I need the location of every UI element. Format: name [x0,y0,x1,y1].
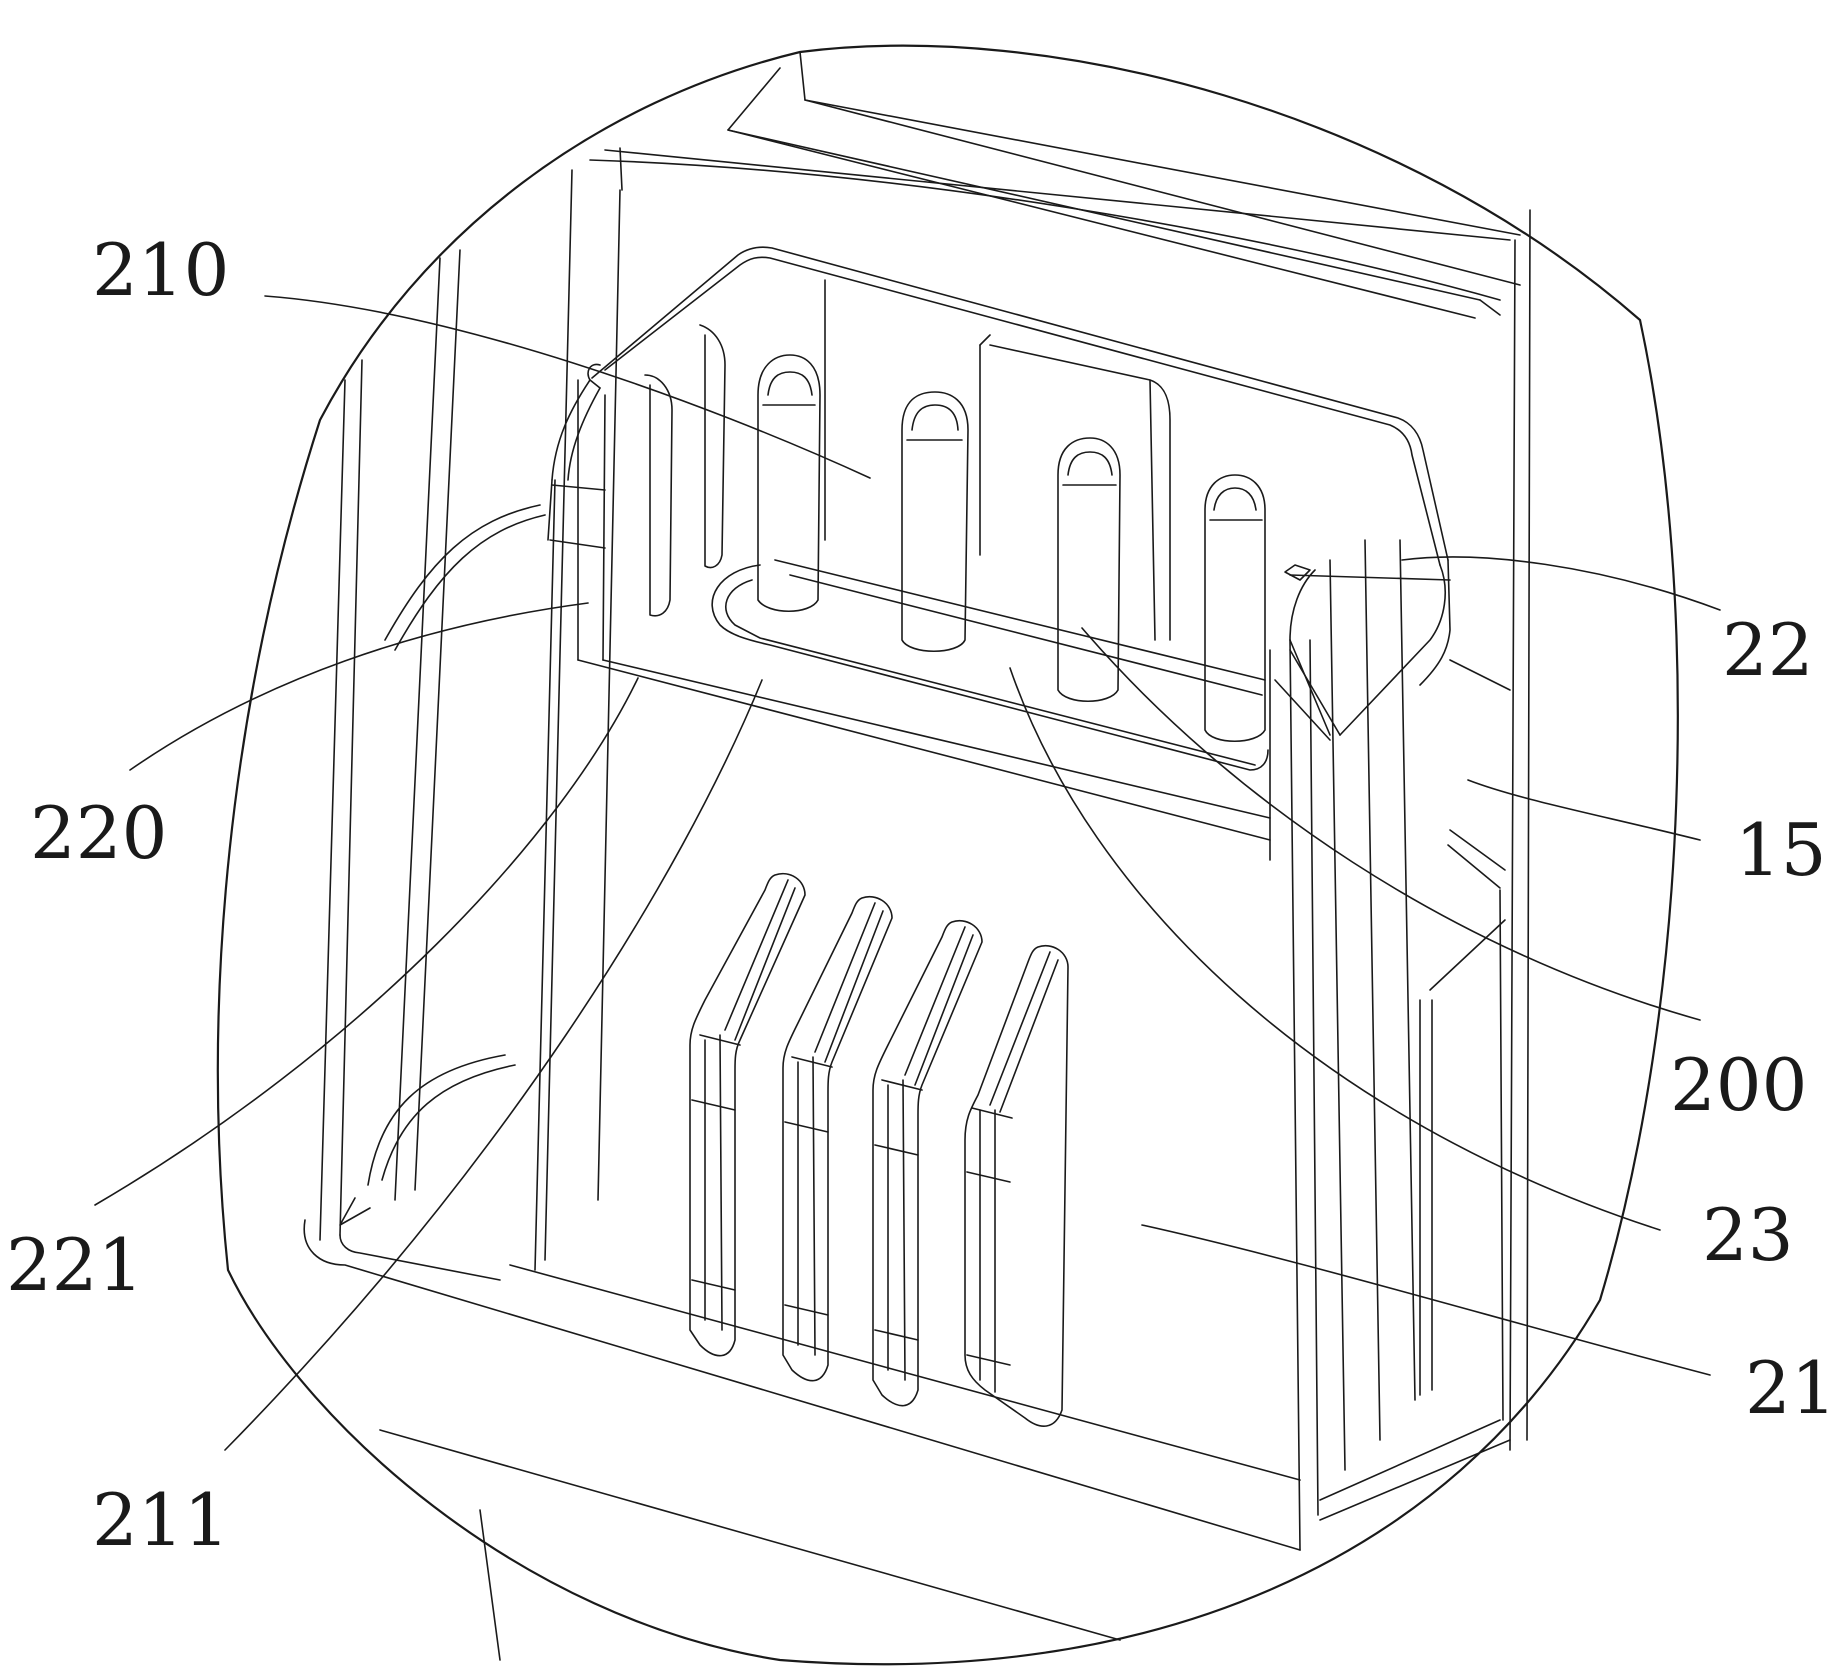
label-21: 21 [1745,1346,1837,1430]
leader-21 [1141,1224,1711,1376]
label-15: 15 [1735,808,1827,892]
leader-200 [1081,627,1701,1021]
label-221: 221 [6,1223,143,1307]
rib-2 [782,896,893,1382]
side-step-15 [1419,659,1511,1421]
pins [757,354,1266,742]
leader-lines [94,295,1721,1451]
leader-23 [1009,667,1661,1231]
rib-4 [964,945,1069,1427]
leader-210 [264,295,871,479]
label-211: 211 [92,1478,229,1562]
leader-22 [1401,556,1721,611]
pin-tray [711,559,1269,771]
housing-top [589,51,1531,1451]
reference-labels: 210 220 221 211 22 15 200 23 21 [6,228,1837,1562]
leader-211 [224,679,763,1451]
pin-3 [1057,437,1121,702]
leader-220 [129,602,589,771]
label-210: 210 [92,228,229,312]
label-23: 23 [1702,1193,1794,1277]
rib-3 [872,920,983,1407]
label-220: 220 [30,791,167,875]
pin-2 [901,391,969,653]
detail-circle [216,44,1679,1666]
front-block-21 [534,479,1511,1551]
leader-15 [1467,779,1701,841]
pin-1 [757,354,821,612]
leader-221 [94,677,639,1206]
rib-1 [689,873,806,1357]
pin-4 [1204,474,1266,742]
label-200: 200 [1670,1043,1807,1127]
guide-ribs [644,279,1171,641]
label-22: 22 [1722,608,1814,692]
socket-rim [547,246,1451,861]
front-ribs [689,873,1069,1427]
